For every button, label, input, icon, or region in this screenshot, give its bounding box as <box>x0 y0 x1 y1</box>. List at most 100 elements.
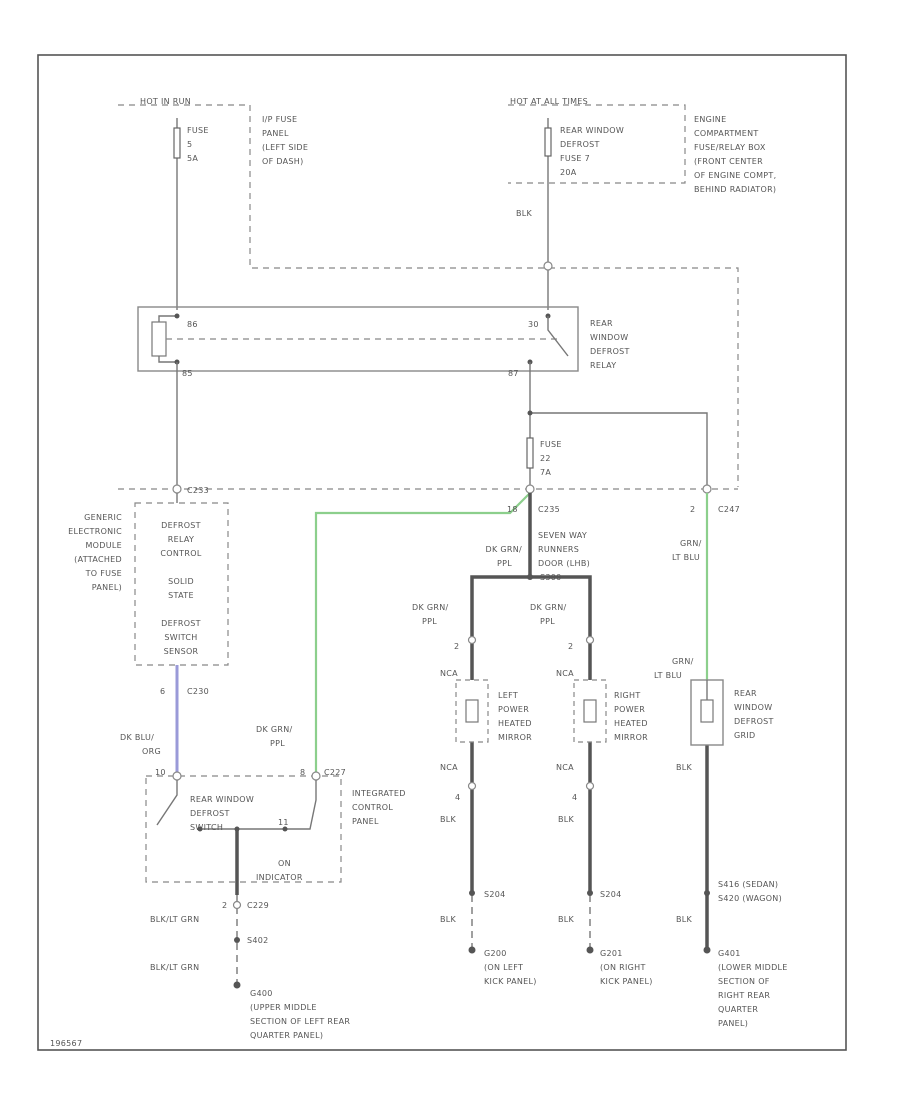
left-mirror-heater-symbol <box>465 699 479 723</box>
c247-connector <box>702 484 712 494</box>
c247-label: C247 <box>718 505 740 514</box>
pin-4-left: 4 <box>455 793 460 802</box>
g201-desc-l2: KICK PANEL) <box>600 977 653 986</box>
dkgrn-right-l2: PPL <box>540 617 555 626</box>
gem-box <box>134 502 229 666</box>
left-mirror-l3: HEATED <box>498 719 532 728</box>
g400-desc-l1: (UPPER MIDDLE <box>250 1003 317 1012</box>
ip-fuse-panel-l1: I/P FUSE <box>262 115 297 124</box>
fuse22-l1: FUSE <box>540 440 562 449</box>
relay-coil-leads <box>158 315 177 363</box>
right-mirror-l4: MIRROR <box>614 733 648 742</box>
right-mirror-l1: RIGHT <box>614 691 641 700</box>
grid-label-l3: DEFROST <box>734 717 774 726</box>
gem-inner-l2: RELAY <box>168 535 195 544</box>
engine-fuse-box-outline <box>508 104 686 184</box>
icp-inner-l2: DEFROST <box>190 809 230 818</box>
icp-bus-node <box>197 826 203 832</box>
left-mirror-top-connector <box>467 635 477 645</box>
c229-connector <box>232 900 242 910</box>
relay-pin-30-label: 30 <box>528 320 539 329</box>
ip-fuse-panel-outline <box>118 104 739 487</box>
pin-c-left-label: 2 <box>454 642 459 651</box>
g201-label: G201 <box>600 949 623 958</box>
gem-inner-l10: SENSOR <box>164 647 199 656</box>
relay-label-l1: REAR <box>590 319 613 328</box>
grnlt-top-l2: LT BLU <box>672 553 700 562</box>
relay-label-l2: WINDOW <box>590 333 628 342</box>
relay-coil <box>151 321 167 357</box>
g400-desc-l3: QUARTER PANEL) <box>250 1031 323 1040</box>
icp-pin-8-label: 8 <box>300 768 305 777</box>
c235-connector <box>525 484 535 494</box>
fuse22-l3: 7A <box>540 468 551 477</box>
on-indicator-l2: INDICATOR <box>256 873 303 882</box>
fuse5-line2: 5 <box>187 140 192 149</box>
s-grid-l1: S416 (SEDAN) <box>718 880 778 889</box>
seven-way-l1: SEVEN WAY <box>538 531 587 540</box>
s204-right-splice <box>587 890 593 896</box>
right-mirror-bottom-connector <box>585 781 595 791</box>
s402-splice <box>234 937 240 943</box>
g200-label: G200 <box>484 949 507 958</box>
pin-4-right: 4 <box>572 793 577 802</box>
eng-comp-l2: COMPARTMENT <box>694 129 759 138</box>
grnlt-top-l1: GRN/ <box>680 539 702 548</box>
gem-inner-l3: CONTROL <box>160 549 201 558</box>
eng-comp-l6: BEHIND RADIATOR) <box>694 185 776 194</box>
fuse-box-connector <box>543 261 553 271</box>
icp-box <box>145 775 342 883</box>
relay-label-l3: DEFROST <box>590 347 630 356</box>
rwd-fuse-l3: FUSE 7 <box>560 154 590 163</box>
pin-2-grid-label: 2 <box>690 505 695 514</box>
relay-label-l4: RELAY <box>590 361 617 370</box>
eng-comp-l4: (FRONT CENTER <box>694 157 763 166</box>
icp-inner-l1: REAR WINDOW <box>190 795 254 804</box>
c227-label: C227 <box>324 768 346 777</box>
nca-top-right: NCA <box>556 669 574 678</box>
gem-l1: GENERIC <box>84 513 122 522</box>
fuse-22-symbol <box>526 437 534 469</box>
icp-pin-8 <box>311 771 321 781</box>
rwd-fuse-l4: 20A <box>560 168 577 177</box>
left-mirror-l4: MIRROR <box>498 733 532 742</box>
icp-pin-11-label: 11 <box>278 818 289 827</box>
pin-18-label: 18 <box>507 505 518 514</box>
eng-comp-l1: ENGINE <box>694 115 726 124</box>
rwd-fuse-l2: DEFROST <box>560 140 600 149</box>
s204-left-splice <box>469 890 475 896</box>
blk-right-mirror: BLK <box>558 815 575 824</box>
grid-label-l2: WINDOW <box>734 703 772 712</box>
gem-l3: MODULE <box>85 541 122 550</box>
relay-pin-86 <box>174 313 180 319</box>
ip-fuse-panel-l4: OF DASH) <box>262 157 304 166</box>
blk-left-mirror: BLK <box>440 815 457 824</box>
left-mirror-bottom-connector <box>467 781 477 791</box>
grid-label-l1: REAR <box>734 689 757 698</box>
hot-in-run-label: HOT IN RUN <box>140 97 191 106</box>
right-mirror-l2: POWER <box>614 705 645 714</box>
seven-way-l3: DOOR (LHB) <box>538 559 590 568</box>
icp-side-l3: PANEL <box>352 817 379 826</box>
left-mirror-l1: LEFT <box>498 691 518 700</box>
rwd-fuse-l1: REAR WINDOW <box>560 126 624 135</box>
dkgrn-right-l1: DK GRN/ <box>530 603 567 612</box>
dkblu-l1: DK BLU/ <box>120 733 154 742</box>
gem-inner-l9: SWITCH <box>164 633 197 642</box>
grid-label-l4: GRID <box>734 731 755 740</box>
right-mirror-top-connector <box>585 635 595 645</box>
dkgrn-left-l1: DK GRN/ <box>412 603 449 612</box>
g400-label: G400 <box>250 989 273 998</box>
c230-label: C230 <box>187 687 209 696</box>
g201-ground <box>586 946 594 954</box>
c235-label: C235 <box>538 505 560 514</box>
blk-grid: BLK <box>676 763 693 772</box>
icp-ground-node <box>234 826 240 832</box>
relay-pin-87-label: 87 <box>508 369 519 378</box>
c229-pin: 2 <box>222 901 227 910</box>
relay-pin-85-label: 85 <box>182 369 193 378</box>
blk-lt-grn-1: BLK/LT GRN <box>150 915 199 924</box>
figure-id: 196567 <box>50 1039 82 1048</box>
nca-top-left: NCA <box>440 669 458 678</box>
gem-inner-l8: DEFROST <box>161 619 201 628</box>
